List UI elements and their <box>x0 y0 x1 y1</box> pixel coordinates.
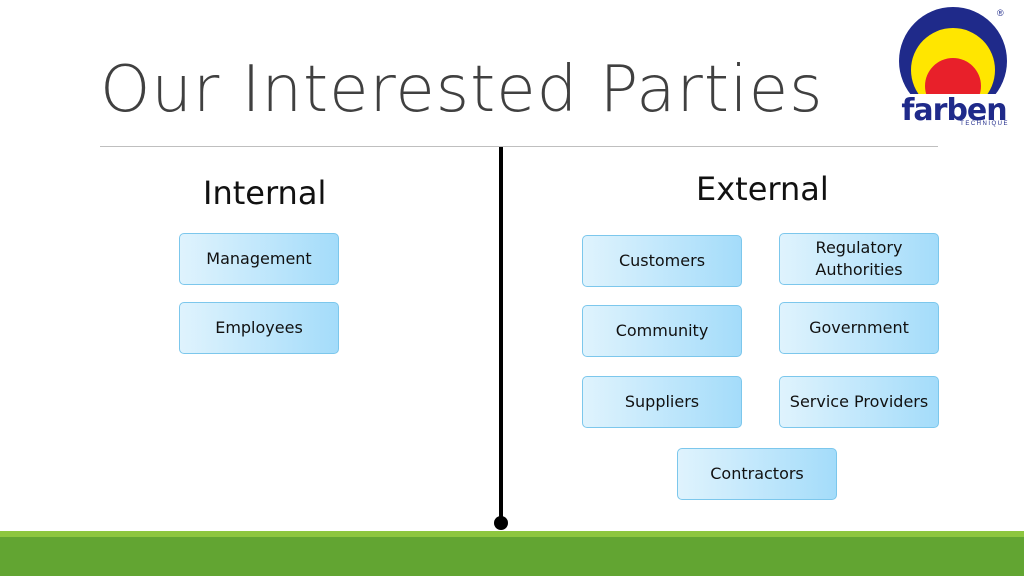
slide-title: Our Interested Parties <box>100 53 824 127</box>
internal-heading: Internal <box>203 174 327 212</box>
external-party-suppliers: Suppliers <box>582 376 742 428</box>
party-label: Service Providers <box>789 392 929 412</box>
logo-wordmark: farben <box>901 93 1007 128</box>
party-label: Government <box>809 318 909 338</box>
registered-mark: ® <box>997 8 1004 18</box>
external-party-service-providers: Service Providers <box>779 376 939 428</box>
internal-party-employees: Employees <box>179 302 339 354</box>
external-party-contractors: Contractors <box>677 448 837 500</box>
internal-party-management: Management <box>179 233 339 285</box>
external-heading: External <box>696 170 829 208</box>
party-label: Customers <box>618 251 706 271</box>
party-label: Suppliers <box>624 392 700 412</box>
party-label: Employees <box>215 318 303 338</box>
center-divider-line <box>499 147 503 522</box>
logo-subtitle: TECHNIQUE <box>960 121 1009 127</box>
footer-accent-stripe <box>0 531 1024 537</box>
title-underline <box>100 146 938 147</box>
party-label: Regulatory Authorities <box>815 238 903 279</box>
farben-logo-mark <box>896 7 1012 132</box>
external-party-customers: Customers <box>582 235 742 287</box>
center-divider-end-dot <box>494 516 508 530</box>
party-label: Management <box>206 249 312 269</box>
external-party-regulatory-authorities: Regulatory Authorities <box>779 233 939 285</box>
external-party-community: Community <box>582 305 742 357</box>
party-label: Contractors <box>710 464 804 484</box>
external-party-government: Government <box>779 302 939 354</box>
party-label: Community <box>615 321 709 341</box>
footer-bar <box>0 537 1024 576</box>
